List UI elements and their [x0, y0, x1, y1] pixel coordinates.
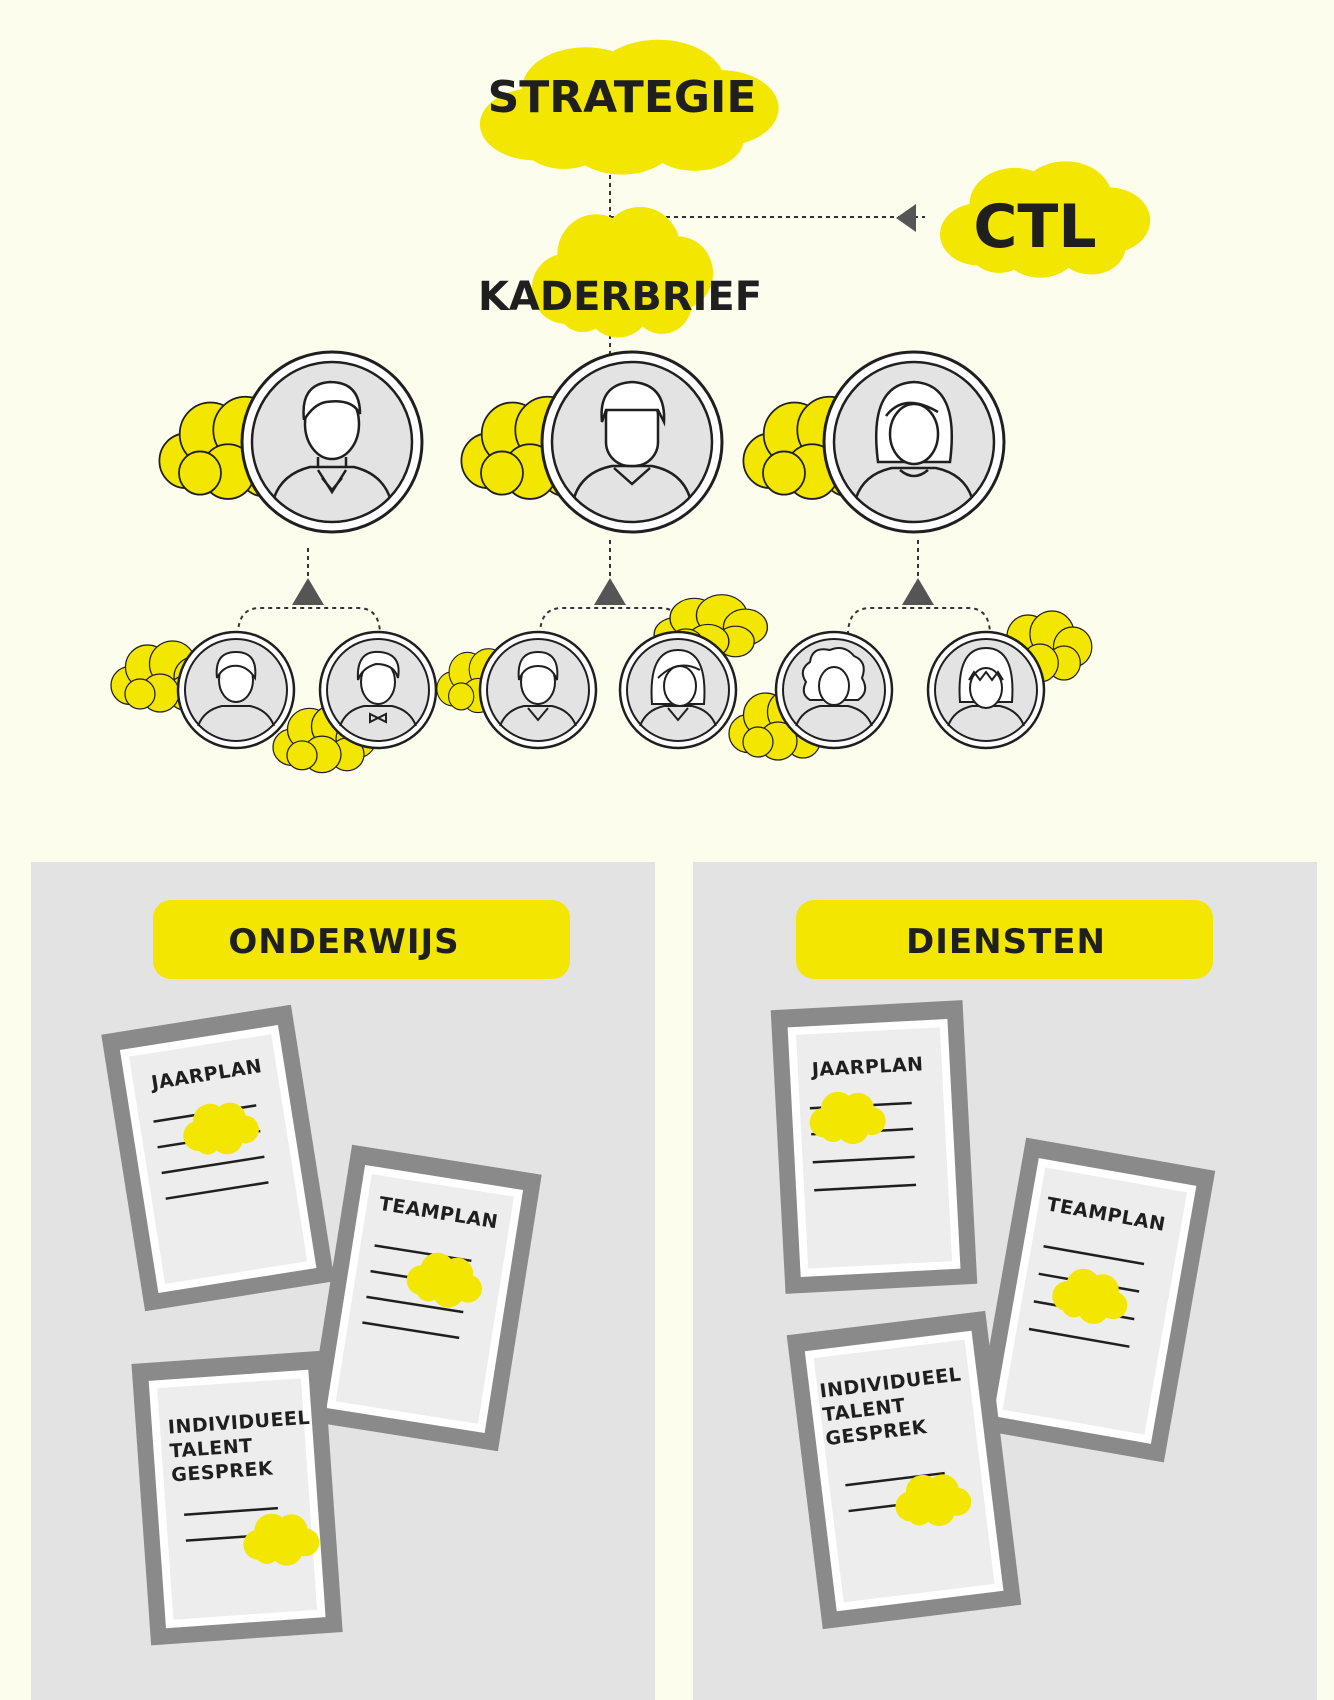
avatar	[618, 630, 738, 750]
man-vneck-icon	[499, 650, 577, 727]
diensten-header-pill	[796, 900, 1213, 979]
doc-jaarplan: JAARPLAN	[770, 1000, 978, 1294]
strategie-label: STRATEGIE	[488, 72, 757, 123]
doc-talentgesprek: INDIVIDUEEL TALENT GESPREK	[131, 1350, 343, 1646]
doc-jaarplan: JAARPLAN	[101, 1004, 335, 1312]
panel-diensten: DIENSTEN JAARPLAN TEAMPLAN INDIVIDUEEL	[693, 862, 1317, 1700]
avatar	[822, 350, 1006, 534]
woman-curly-icon	[795, 647, 873, 727]
ctl-label: CTL	[973, 192, 1096, 262]
avatar	[478, 630, 598, 750]
avatar	[318, 630, 438, 750]
woman-sidebangs-icon	[639, 648, 717, 727]
woman-fringe-icon	[947, 646, 1025, 727]
man-collar-icon	[272, 380, 392, 499]
diensten-title: DIENSTEN	[906, 922, 1106, 962]
arrow-up-icon	[292, 578, 324, 605]
man-tshirt-icon	[197, 650, 275, 727]
onderwijs-header-pill	[153, 900, 570, 979]
woman-bob-icon	[854, 380, 974, 499]
onderwijs-title: ONDERWIJS	[228, 922, 459, 962]
arrow-up-icon	[594, 578, 626, 605]
man-sweater-icon	[572, 380, 692, 499]
arrow-up-icon	[902, 578, 934, 605]
avatar	[926, 630, 1046, 750]
avatar	[176, 630, 296, 750]
avatar	[774, 630, 894, 750]
arrow-left-icon	[896, 204, 916, 232]
doc-teamplan: TEAMPLAN	[974, 1137, 1216, 1463]
avatar	[540, 350, 724, 534]
doc-teamplan: TEAMPLAN	[308, 1144, 542, 1452]
panel-onderwijs: ONDERWIJS JAARPLAN TEAMPLAN INDIVIDUEEL	[31, 862, 655, 1700]
man-bowtie-icon	[339, 650, 417, 727]
doc-talentgesprek: INDIVIDUEEL TALENT GESPREK	[786, 1310, 1022, 1630]
avatar	[240, 350, 424, 534]
kaderbrief-label: KADERBRIEF	[478, 274, 762, 320]
